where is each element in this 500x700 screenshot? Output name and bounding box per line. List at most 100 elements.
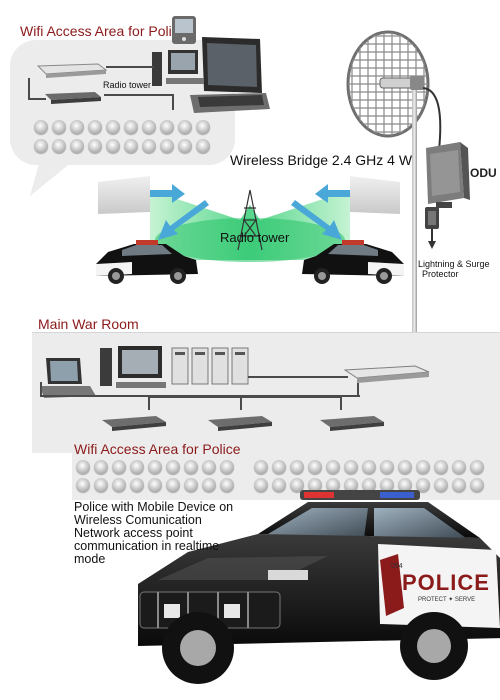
police-decal-text: POLICE bbox=[402, 570, 490, 595]
police-car-icon bbox=[96, 240, 198, 284]
camera-icon bbox=[308, 478, 322, 492]
camera-icon bbox=[112, 478, 126, 492]
camera-icon bbox=[130, 460, 144, 474]
car-number: 054 bbox=[391, 563, 403, 570]
connection-line bbox=[172, 94, 174, 110]
camera-icon bbox=[52, 139, 66, 153]
camera-icon bbox=[184, 460, 198, 474]
switch-icon bbox=[102, 416, 166, 431]
camera-icon bbox=[160, 120, 174, 134]
police-car-icon bbox=[302, 240, 404, 284]
lightning-protector-label-2: Protector bbox=[422, 269, 459, 279]
radio-tower-small-label: Radio tower bbox=[103, 80, 152, 90]
camera-icon bbox=[196, 139, 210, 153]
lightning-protector-label-1: Lightning & Surge bbox=[418, 259, 490, 269]
camera-row bbox=[34, 120, 210, 136]
camera-icon bbox=[470, 478, 484, 492]
camera-icon bbox=[308, 460, 322, 474]
police-caption: Police with Mobile Device on Wireless Co… bbox=[74, 500, 234, 566]
wifi-area-bottom-panel bbox=[72, 452, 500, 500]
camera-row bbox=[76, 478, 234, 494]
camera-icon bbox=[106, 139, 120, 153]
camera-icon bbox=[196, 120, 210, 134]
switch-icon bbox=[320, 416, 384, 431]
main-war-room-title: Main War Room bbox=[38, 316, 139, 332]
connection-line bbox=[240, 396, 242, 410]
connection-line bbox=[40, 382, 42, 396]
camera-icon bbox=[398, 478, 412, 492]
camera-icon bbox=[76, 460, 90, 474]
camera-icon bbox=[452, 478, 466, 492]
grid-antenna-icon bbox=[346, 30, 430, 138]
wireless-bridge-label: Wireless Bridge 2.4 GHz 4 W bbox=[230, 152, 413, 168]
camera-icon bbox=[148, 460, 162, 474]
camera-icon bbox=[220, 478, 234, 492]
desktop-computer-icon bbox=[100, 346, 166, 388]
camera-icon bbox=[94, 478, 108, 492]
camera-icon bbox=[202, 460, 216, 474]
camera-icon bbox=[160, 139, 174, 153]
surge-protector-icon bbox=[425, 207, 439, 249]
camera-icon bbox=[362, 478, 376, 492]
camera-icon bbox=[52, 120, 66, 134]
camera-icon bbox=[166, 460, 180, 474]
camera-icon bbox=[142, 120, 156, 134]
camera-icon bbox=[470, 460, 484, 474]
camera-icon bbox=[112, 460, 126, 474]
camera-icon bbox=[124, 139, 138, 153]
connection-line bbox=[148, 396, 150, 410]
camera-icon bbox=[416, 478, 430, 492]
camera-icon bbox=[254, 478, 268, 492]
camera-icon bbox=[416, 460, 430, 474]
camera-icon bbox=[142, 139, 156, 153]
camera-icon bbox=[70, 139, 84, 153]
camera-icon bbox=[184, 478, 198, 492]
connection-line bbox=[28, 98, 46, 100]
radio-tower-center-label: Radio tower bbox=[220, 230, 290, 245]
camera-icon bbox=[166, 478, 180, 492]
camera-icon bbox=[94, 460, 108, 474]
camera-icon bbox=[344, 478, 358, 492]
wifi-area-top-title: Wifi Access Area for Police bbox=[20, 23, 187, 39]
camera-icon bbox=[220, 460, 234, 474]
camera-icon bbox=[272, 460, 286, 474]
camera-row bbox=[254, 478, 484, 494]
camera-row bbox=[34, 139, 210, 155]
laptop-icon bbox=[190, 37, 270, 113]
tower-icon bbox=[237, 189, 263, 251]
camera-icon bbox=[272, 478, 286, 492]
server-icon bbox=[171, 347, 249, 385]
antenna-mast bbox=[412, 90, 417, 385]
camera-icon bbox=[452, 460, 466, 474]
camera-icon bbox=[202, 478, 216, 492]
camera-icon bbox=[434, 460, 448, 474]
police-car-icon bbox=[138, 490, 500, 684]
camera-icon bbox=[178, 120, 192, 134]
camera-icon bbox=[106, 120, 120, 134]
switch-icon bbox=[45, 92, 101, 104]
camera-icon bbox=[254, 460, 268, 474]
camera-icon bbox=[398, 460, 412, 474]
camera-icon bbox=[34, 120, 48, 134]
camera-icon bbox=[148, 478, 162, 492]
camera-icon bbox=[380, 478, 394, 492]
connection-line bbox=[104, 94, 174, 96]
connection-line bbox=[106, 66, 154, 68]
police-decal-subtext: PROTECT ✦ SERVE bbox=[418, 597, 476, 603]
camera-icon bbox=[88, 139, 102, 153]
camera-icon bbox=[344, 460, 358, 474]
connection-line bbox=[28, 78, 30, 100]
camera-icon bbox=[34, 139, 48, 153]
camera-icon bbox=[362, 460, 376, 474]
camera-icon bbox=[124, 120, 138, 134]
camera-icon bbox=[76, 478, 90, 492]
camera-row bbox=[76, 460, 234, 476]
camera-icon bbox=[326, 478, 340, 492]
camera-icon bbox=[434, 478, 448, 492]
camera-icon bbox=[326, 460, 340, 474]
camera-row bbox=[254, 460, 484, 476]
switch-icon bbox=[343, 365, 430, 383]
camera-icon bbox=[70, 120, 84, 134]
